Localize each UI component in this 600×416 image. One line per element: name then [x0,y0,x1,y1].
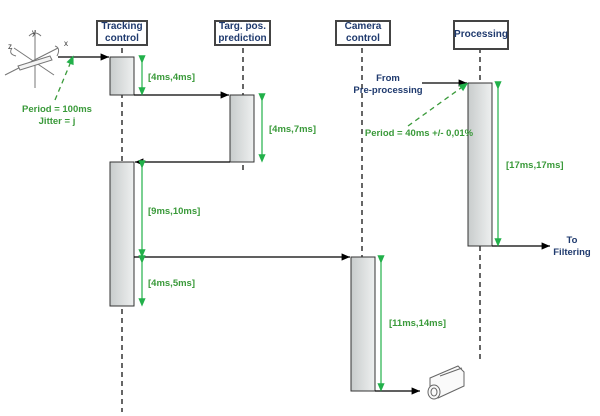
period-label-processing: Period = 40ms +/- 0,01% [364,128,474,139]
duration-label-5: [11ms,14ms] [389,318,447,329]
to-filtering-label: To Filtering [553,235,591,258]
duration-label-2: [4ms,7ms] [269,124,316,135]
svg-text:x: x [64,39,68,48]
svg-text:z: z [8,42,12,51]
duration-label-1: [4ms,4ms] [148,72,195,83]
activation-targ [229,94,255,163]
lifeline-header-processing: Processing [453,20,509,50]
from-preprocessing-label: From Pre-processing [353,73,423,96]
activation-processing [467,82,493,247]
lifeline-header-tracking: Tracking control [96,20,148,46]
activation-camera [350,256,376,392]
lifeline-header-camera: Camera control [335,20,391,46]
activation-tracking-1 [109,56,135,96]
activation-tracking-2 [109,161,135,307]
period-pointer-processing [407,82,469,127]
camera-icon [427,365,465,400]
aircraft-axes-icon: z y x [4,28,68,88]
period-label-tracking: Period = 100ms Jitter = j [22,104,92,127]
period-pointer-tracking [54,55,74,101]
svg-text:y: y [32,28,36,37]
duration-label-4: [4ms,5ms] [148,278,195,289]
duration-label-6: [17ms,17ms] [506,160,564,171]
lifeline-header-targ: Targ. pos. prediction [214,20,271,46]
duration-label-3: [9ms,10ms] [148,206,201,217]
